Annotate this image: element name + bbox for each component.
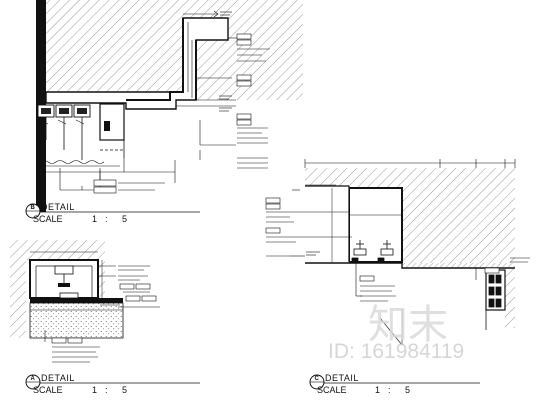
- watermark-logo: 知末: [368, 302, 448, 348]
- detail-a-scale-sep: :: [105, 385, 108, 395]
- detail-a-letter: A: [31, 376, 36, 382]
- detail-c-title-block: C DETAIL SCALE 1 : 5: [309, 373, 480, 395]
- detail-c-drawing: [265, 159, 530, 346]
- curtain-box: [99, 103, 125, 141]
- watermark: 知末 ID: 161984119: [328, 302, 464, 363]
- watermark-id: ID: 161984119: [328, 340, 464, 363]
- detail-b-scale-label: SCALE: [33, 214, 63, 224]
- detail-a-annotations: [44, 265, 160, 363]
- detail-a-scale-label: SCALE: [33, 385, 63, 395]
- detail-a-scale-num: 1: [92, 385, 97, 395]
- bulkhead-profile: [45, 17, 229, 110]
- detail-a-title: DETAIL: [41, 373, 75, 383]
- detail-b-scale-num: 1: [92, 214, 97, 224]
- curtain-block-c: [485, 269, 506, 330]
- detail-c-scale-den: 5: [405, 385, 410, 395]
- detail-b-scale-sep: :: [105, 214, 108, 224]
- detail-b-title: DETAIL: [41, 202, 75, 212]
- detail-c-scale-num: 1: [375, 385, 380, 395]
- detail-b-drawing: [36, 0, 303, 212]
- wall-hatch-left: [10, 260, 26, 338]
- ceiling-slab-hatch: [45, 0, 303, 100]
- detail-b-annotations: [60, 10, 270, 194]
- detail-a-title-block: A DETAIL SCALE 1 : 5: [25, 373, 200, 395]
- base-concrete: [29, 302, 124, 339]
- light-fixtures-c: [351, 240, 394, 263]
- detail-c-annotations: [265, 184, 530, 346]
- slab-hatch-top: [10, 240, 105, 260]
- wall-hatch-right: [98, 260, 105, 300]
- detail-a-scale-den: 5: [122, 385, 127, 395]
- detail-b-letter: B: [31, 205, 36, 211]
- detail-b-scale-den: 5: [122, 214, 127, 224]
- detail-c-title: DETAIL: [325, 373, 359, 383]
- detail-a-drawing: [10, 240, 160, 363]
- detail-b-title-block: B DETAIL SCALE 1 : 5: [25, 202, 200, 224]
- detail-c-letter: C: [315, 376, 320, 382]
- detail-c-scale-label: SCALE: [317, 385, 347, 395]
- wall-hatch-c: [505, 268, 515, 328]
- curtain-track-fixtures: [37, 104, 91, 160]
- detail-c-scale-sep: :: [388, 385, 391, 395]
